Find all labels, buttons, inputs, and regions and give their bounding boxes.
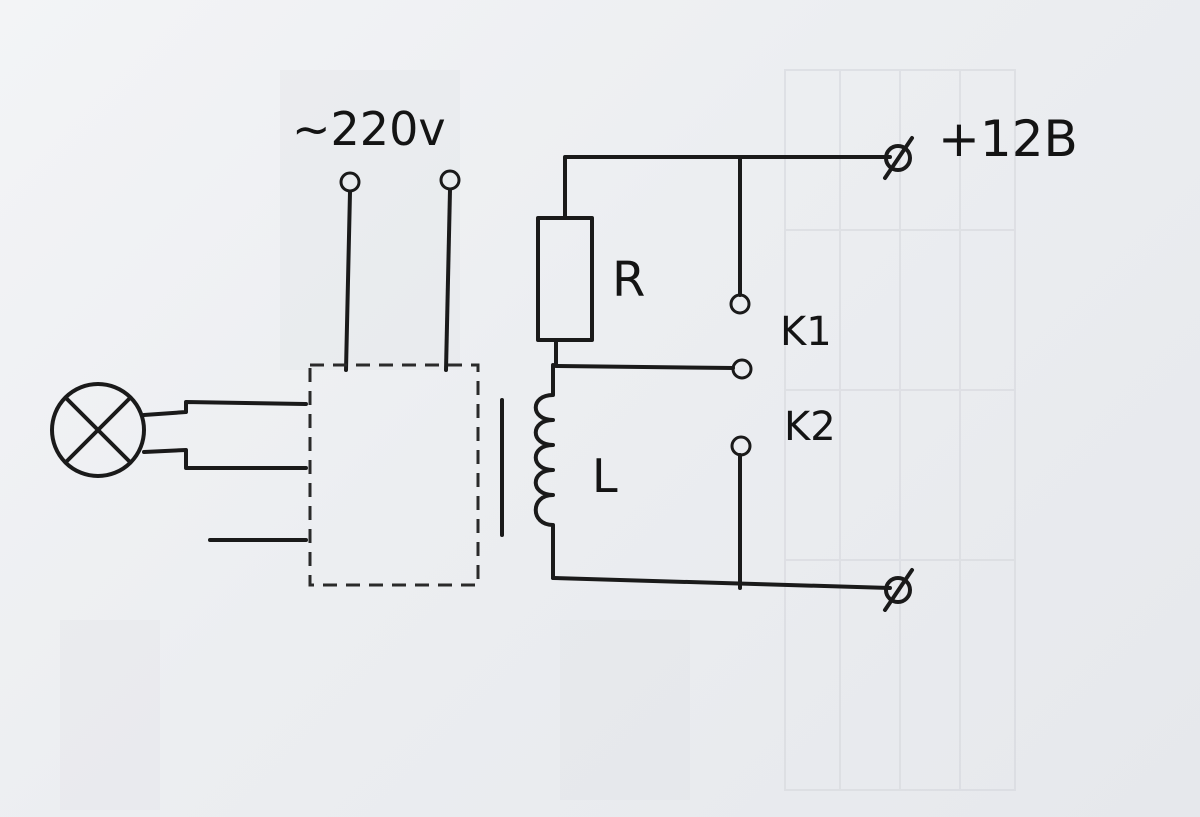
- dc-supply-label: +12B: [938, 110, 1078, 168]
- wiring: [551, 155, 892, 590]
- ac-lead-left: [344, 190, 352, 372]
- contact-k1-lower: [731, 358, 753, 380]
- lamp-icon: [50, 382, 308, 542]
- contact-2-label: K2: [784, 404, 836, 450]
- ac-input: [339, 169, 461, 372]
- ac-lead-right: [444, 188, 452, 372]
- resistor-label: R: [612, 252, 645, 308]
- coil-label: L: [592, 449, 618, 503]
- contact-k2: [730, 435, 752, 457]
- transformer-enclosure: [308, 363, 480, 587]
- coil-L: [533, 363, 555, 580]
- contact-k1-upper: [729, 293, 751, 315]
- resistor-R: [536, 216, 594, 342]
- contact-1-label: K1: [780, 309, 832, 355]
- ac-supply-label: ~220v: [292, 102, 446, 156]
- terminal-crossed-icon-top: [883, 136, 914, 180]
- background-show-through: [60, 69, 1016, 810]
- terminal-crossed-icon-bottom: [883, 568, 914, 612]
